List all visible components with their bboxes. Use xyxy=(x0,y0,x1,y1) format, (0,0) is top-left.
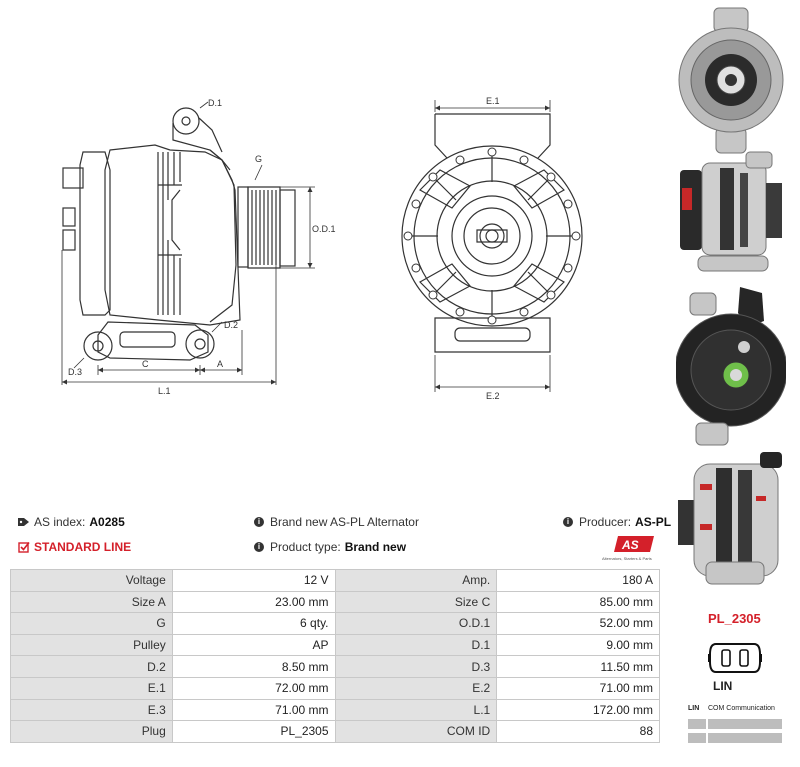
label-d1: D.1 xyxy=(208,98,222,108)
side-view-drawing: D.1 G O.D.1 D.2 D.3 C A L.1 xyxy=(61,98,336,396)
as-index: AS index: A0285 xyxy=(18,515,125,529)
label-d2: D.2 xyxy=(224,320,238,330)
logo-tagline: Alternators, Starters & Parts xyxy=(602,556,652,561)
plug-pin-row xyxy=(688,719,782,729)
spec-key: Plug xyxy=(10,720,173,743)
description: i Brand new AS-PL Alternator xyxy=(254,515,423,529)
spec-key: D.3 xyxy=(334,655,498,678)
spec-key: Amp. xyxy=(334,569,498,592)
spec-value: 23.00 mm xyxy=(171,590,336,614)
spec-key: Size A xyxy=(10,590,173,614)
product-type-value: Brand new xyxy=(344,540,407,554)
spec-value: 52.00 mm xyxy=(496,612,660,635)
photo-side xyxy=(676,148,786,278)
plug-pin-col-2: COM Communication xyxy=(708,705,782,715)
plug-pin-table: LIN COM Communication xyxy=(688,705,782,747)
producer-value: AS-PL xyxy=(635,515,672,529)
spec-key: D.1 xyxy=(334,633,498,657)
spec-value: 72.00 mm xyxy=(171,676,336,700)
plug-code: PL_2305 xyxy=(708,611,761,626)
spec-value: 11.50 mm xyxy=(496,655,660,678)
spec-key: D.2 xyxy=(10,655,173,678)
label-a: A xyxy=(217,359,223,369)
spec-key: Size C xyxy=(334,590,498,614)
spec-key: Pulley xyxy=(10,633,173,657)
spec-value: 12 V xyxy=(171,569,336,592)
standard-line-label: STANDARD LINE xyxy=(34,540,132,554)
standard-line: STANDARD LINE xyxy=(18,540,131,554)
spec-value: 8.50 mm xyxy=(171,655,336,678)
label-e1: E.1 xyxy=(486,96,500,106)
photo-front xyxy=(676,5,786,155)
spec-value: 9.00 mm xyxy=(496,633,660,657)
as-pl-logo: AS Alternators, Starters & Parts xyxy=(600,534,660,564)
spec-value: PL_2305 xyxy=(171,720,336,743)
front-view-drawing: E.1 E.2 xyxy=(401,96,583,400)
spec-value: 85.00 mm xyxy=(496,590,660,614)
plug-type: LIN xyxy=(713,679,733,693)
label-c: C xyxy=(142,359,149,369)
spec-key: E.1 xyxy=(10,676,173,700)
spec-key: COM ID xyxy=(334,720,498,743)
spec-value: 71.00 mm xyxy=(496,676,660,700)
spec-key: E.2 xyxy=(334,676,498,700)
plug-icon xyxy=(708,640,762,681)
plug-pin-col-1: LIN xyxy=(688,705,706,715)
label-l1: L.1 xyxy=(158,386,171,396)
info-icon: i xyxy=(563,517,573,527)
spec-value: AP xyxy=(171,633,336,657)
description-text: Brand new AS-PL Alternator xyxy=(270,515,419,529)
spec-key: G xyxy=(10,612,173,635)
product-type-label: Product type: xyxy=(270,540,341,554)
spec-key: O.D.1 xyxy=(334,612,498,635)
plug-pin-table-header: LIN COM Communication xyxy=(688,705,782,715)
spec-value: 6 qty. xyxy=(171,612,336,635)
spec-key: L.1 xyxy=(334,698,498,722)
as-index-label: AS index: xyxy=(34,515,86,529)
spec-key: Voltage xyxy=(10,569,173,592)
info-icon: i xyxy=(254,517,264,527)
info-icon: i xyxy=(254,542,264,552)
label-g: G xyxy=(255,154,262,164)
as-index-value: A0285 xyxy=(89,515,125,529)
spec-value: 88 xyxy=(496,720,660,743)
label-e2: E.2 xyxy=(486,391,500,400)
photo-rear xyxy=(674,285,788,450)
spec-value: 180 A xyxy=(496,569,660,592)
check-icon xyxy=(18,542,30,553)
spec-value: 71.00 mm xyxy=(171,698,336,722)
tag-icon xyxy=(18,518,29,526)
label-d3: D.3 xyxy=(68,367,82,377)
producer: i Producer: AS-PL xyxy=(563,515,671,529)
product-type: i Product type: Brand new xyxy=(254,540,406,554)
plug-pin-row xyxy=(688,733,782,743)
producer-label: Producer: xyxy=(579,515,632,529)
label-od1: O.D.1 xyxy=(312,224,336,234)
photo-angle xyxy=(676,450,786,590)
logo-text: AS xyxy=(621,538,639,552)
spec-key: E.3 xyxy=(10,698,173,722)
spec-value: 172.00 mm xyxy=(496,698,660,722)
